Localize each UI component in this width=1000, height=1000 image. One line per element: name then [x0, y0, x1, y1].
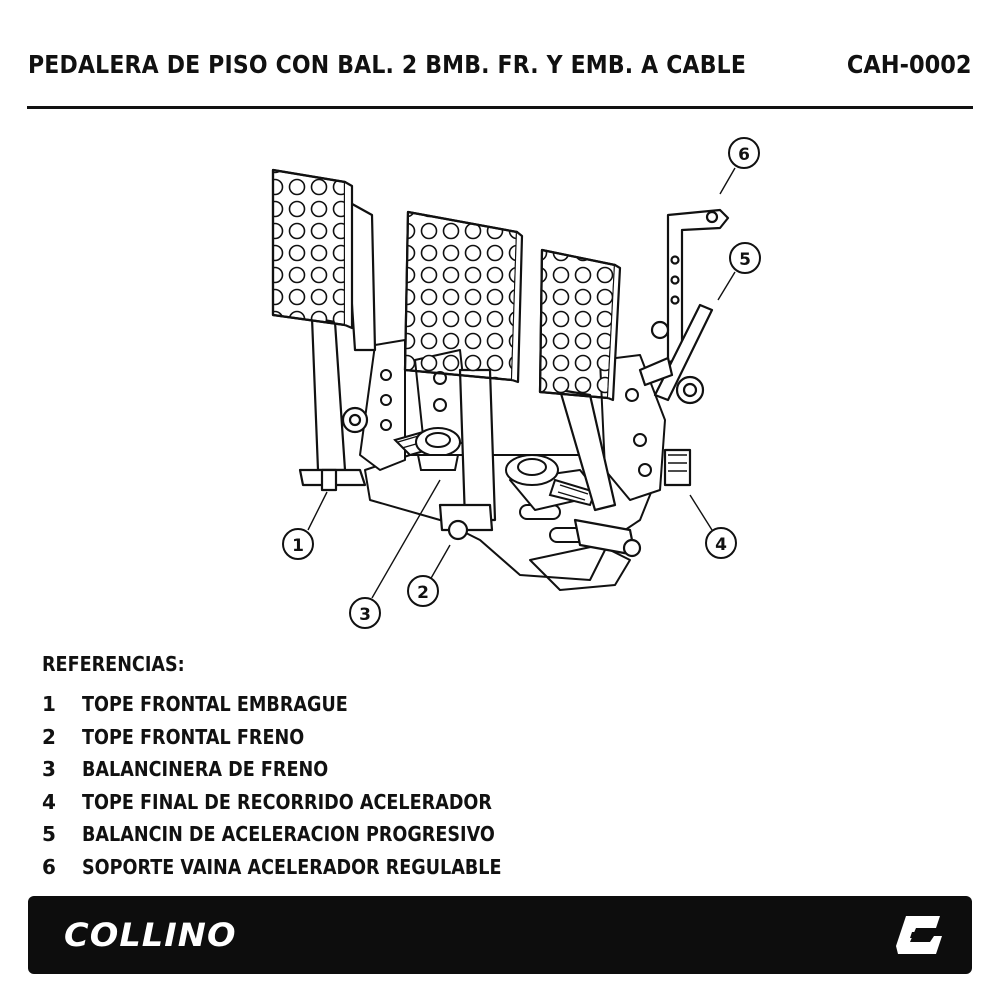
callout-6-label: 6 [738, 145, 750, 165]
reference-number: 2 [42, 724, 56, 749]
brake-balance-bar [393, 427, 608, 508]
callout-6: 6 [728, 137, 760, 169]
callout-5-label: 5 [739, 250, 751, 270]
reference-text: BALANCINERA DE FRENO [82, 757, 329, 782]
callout-3-label: 3 [359, 605, 371, 625]
callout-1: 1 [282, 528, 314, 560]
reference-text: SOPORTE VAINA ACELERADOR REGULABLE [82, 854, 502, 879]
reference-item: 1 TOPE FRONTAL EMBRAGUE [42, 688, 559, 721]
callout-2-label: 2 [417, 583, 429, 603]
reference-item: 5 BALANCIN DE ACELERACION PROGRESIVO [42, 818, 559, 851]
collino-c-logo-icon [896, 916, 942, 954]
brand-footer: COLLINO [28, 896, 972, 974]
brake-pedal [403, 210, 524, 541]
product-code: CAH-0002 [847, 50, 972, 79]
reference-number: 5 [42, 822, 56, 847]
reference-text: TOPE FINAL DE RECORRIDO ACELERADOR [82, 789, 492, 814]
reference-item: 4 TOPE FINAL DE RECORRIDO ACELERADOR [42, 786, 559, 819]
reference-text: TOPE FRONTAL FRENO [82, 724, 305, 749]
callout-4-label: 4 [715, 535, 727, 555]
callout-4: 4 [705, 527, 737, 559]
callout-5: 5 [729, 242, 761, 274]
reference-number: 1 [42, 692, 56, 717]
reference-number: 3 [42, 757, 56, 782]
reference-text: TOPE FRONTAL EMBRAGUE [82, 692, 348, 717]
references-title: REFERENCIAS: [42, 652, 185, 676]
callout-1-label: 1 [292, 536, 304, 556]
reference-item: 3 BALANCINERA DE FRENO [42, 753, 559, 786]
throttle-cable-bracket [638, 208, 730, 487]
reference-text: BALANCIN DE ACELERACION PROGRESIVO [82, 822, 495, 847]
callout-3: 3 [349, 597, 381, 629]
reference-item: 6 SOPORTE VAINA ACELERADOR REGULABLE [42, 851, 559, 884]
callout-leaders [307, 167, 736, 599]
page-title: PEDALERA DE PISO CON BAL. 2 BMB. FR. Y E… [28, 50, 747, 79]
references-list: 1 TOPE FRONTAL EMBRAGUE 2 TOPE FRONTAL FRE… [42, 688, 559, 883]
reference-number: 4 [42, 789, 56, 814]
header-divider [27, 106, 973, 109]
reference-number: 6 [42, 854, 56, 879]
brand-wordmark: COLLINO [64, 916, 237, 954]
reference-item: 2 TOPE FRONTAL FRENO [42, 721, 559, 754]
throttle-pedal [538, 248, 642, 558]
pedal-box-diagram: 1 2 3 4 5 6 [271, 137, 761, 629]
callout-2: 2 [407, 575, 439, 607]
clutch-pedal [271, 168, 377, 492]
